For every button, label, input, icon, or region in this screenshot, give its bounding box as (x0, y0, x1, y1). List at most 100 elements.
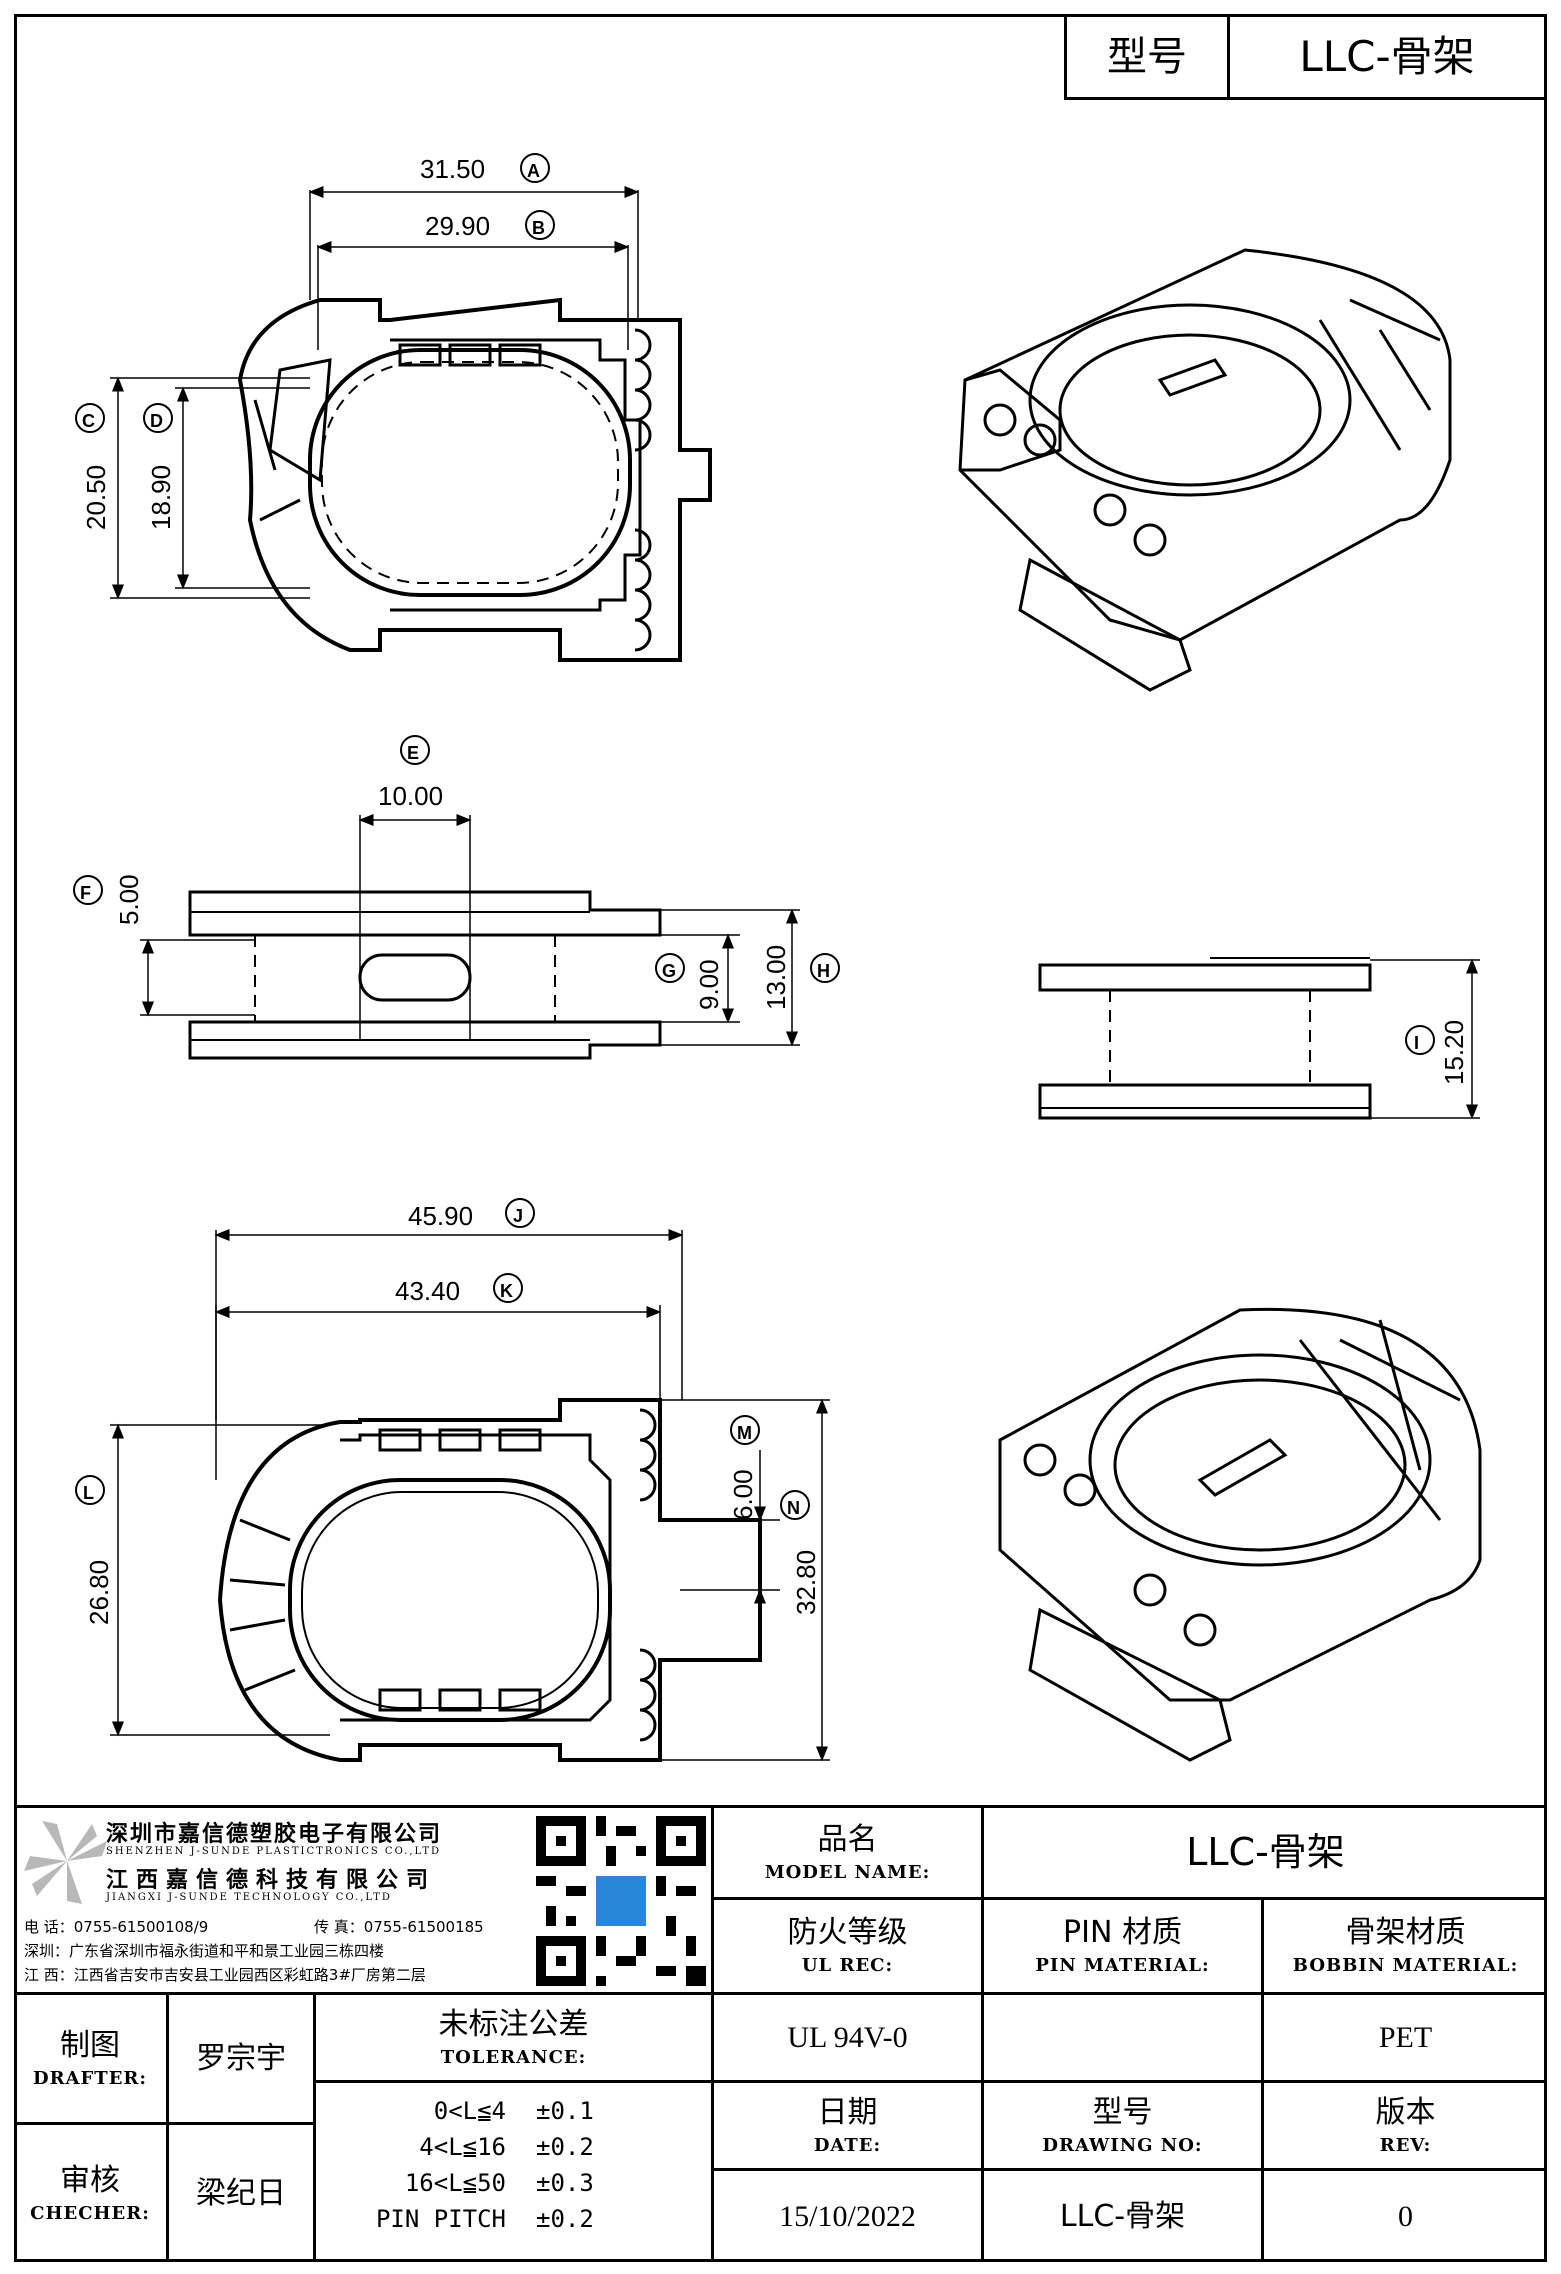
drawing-no-en: DRAWING NO: (1042, 2134, 1203, 2156)
dim-M: M6.00 (728, 1415, 760, 1520)
tolerance-row: 16<L≦50±0.3 (404, 2169, 594, 2197)
svg-text:10.00: 10.00 (378, 781, 443, 811)
checker-value-cell: 梁纪日 (169, 2125, 316, 2262)
drawing-no-value-cell: LLC-骨架 (984, 2171, 1264, 2262)
dim-J: 45.90 J (408, 1198, 535, 1231)
ul-value: UL 94V-0 (787, 2020, 908, 2054)
svg-text:B: B (532, 218, 545, 238)
date-cn: 日期 (817, 2094, 878, 2130)
drafter-value-cell: 罗宗宇 (169, 1995, 316, 2125)
svg-text:13.00: 13.00 (761, 945, 791, 1010)
iso-view-1 (958, 248, 1452, 692)
drawing-no-cn: 型号 (1092, 2094, 1153, 2130)
header-type-box: 型号 LLC-骨架 (1064, 14, 1547, 100)
date-value-cell: 15/10/2022 (714, 2171, 984, 2262)
technical-drawing: 31.50 A 29.90 B 20.50C 18.90 D E 10.00 F 5.00… (73, 153, 1482, 1762)
model-name-value-cell: LLC-骨架 (984, 1808, 1547, 1900)
dim-N: N 32.80 (780, 1490, 821, 1615)
qr-code-icon (536, 1816, 706, 1986)
dim-H: 13.00 H (761, 945, 840, 1010)
svg-text:G: G (662, 961, 676, 981)
svg-text:9.00: 9.00 (694, 959, 724, 1010)
svg-text:5.00: 5.00 (114, 874, 144, 925)
tolerance-table: 0<L≦4±0.1 4<L≦16±0.2 16<L≦50±0.3 PIN PIT… (316, 2083, 714, 2262)
svg-text:N: N (787, 1498, 800, 1518)
ul-label: 防火等级 UL REC: (714, 1900, 984, 1992)
svg-text:J: J (513, 1206, 523, 1226)
bobbin-material-cn: 骨架材质 (1345, 1915, 1466, 1950)
company-logo-icon (24, 1821, 107, 1904)
drawing-no-label: 型号 DRAWING NO: (984, 2083, 1264, 2171)
model-name-label: 品名 MODEL NAME: (714, 1808, 984, 1900)
ul-en: UL REC: (801, 1955, 894, 1976)
company-fax: 传 真：0755-61500185 (314, 1918, 484, 1936)
company-name-cn-1: 深圳市嘉信德塑胶电子有限公司 (106, 1822, 443, 1847)
tolerance-row: PIN PITCH±0.2 (375, 2205, 594, 2233)
bottom-view (110, 1229, 830, 1762)
date-label: 日期 DATE: (714, 2083, 984, 2171)
pin-material-cn: PIN 材质 (1063, 1915, 1182, 1950)
pin-material-value-cell (984, 1995, 1264, 2083)
bobbin-material-label: 骨架材质 BOBBIN MATERIAL: (1264, 1900, 1547, 1992)
checker-en: CHECHER: (30, 2202, 150, 2224)
checker-cn: 审核 (60, 2162, 120, 2198)
rev-en: REV: (1379, 2134, 1432, 2156)
ul-value-cell: UL 94V-0 (714, 1995, 984, 2083)
svg-text:31.50: 31.50 (420, 154, 485, 184)
svg-text:6.00: 6.00 (728, 1469, 758, 1520)
dim-A: 31.50 A (420, 153, 550, 184)
svg-text:15.20: 15.20 (1439, 1020, 1469, 1085)
svg-text:F: F (80, 883, 91, 903)
rev-label: 版本 REV: (1264, 2083, 1547, 2171)
tolerance-row: 0<L≦4±0.1 (433, 2097, 594, 2125)
dim-G: G 9.00 (655, 953, 724, 1010)
dim-D: 18.90 D (143, 403, 176, 530)
tolerance-cn: 未标注公差 (438, 2006, 589, 2042)
ul-cn: 防火等级 (787, 1915, 908, 1950)
svg-text:43.40: 43.40 (395, 1276, 460, 1306)
tolerance-label: 未标注公差 TOLERANCE: (316, 1995, 714, 2083)
svg-text:32.80: 32.80 (791, 1550, 821, 1615)
pin-material-en: PIN MATERIAL: (1035, 1955, 1210, 1976)
bobbin-material-value-cell: PET (1264, 1995, 1547, 2083)
dim-F: F 5.00 (73, 874, 144, 925)
bobbin-material-en: BOBBIN MATERIAL: (1292, 1955, 1519, 1976)
date-value: 15/10/2022 (779, 2199, 916, 2233)
drafter-value: 罗宗宇 (196, 2041, 286, 2076)
svg-text:H: H (817, 961, 830, 981)
drafter-label: 制图 DRAFTER: (14, 1995, 169, 2125)
svg-text:20.50: 20.50 (81, 465, 111, 530)
svg-text:45.90: 45.90 (408, 1201, 473, 1231)
top-view (110, 186, 712, 662)
pin-material-label: PIN 材质 PIN MATERIAL: (984, 1900, 1264, 1992)
company-phone: 电 话：0755-61500108/9 (24, 1918, 209, 1936)
model-name-value: LLC-骨架 (1186, 1829, 1345, 1874)
svg-text:I: I (1414, 1033, 1419, 1053)
svg-text:D: D (150, 411, 163, 431)
dim-K: 43.40 K (395, 1273, 523, 1306)
svg-text:E: E (407, 743, 419, 763)
checker-label: 审核 CHECHER: (14, 2125, 169, 2262)
tolerance-en: TOLERANCE: (440, 2046, 587, 2068)
svg-text:18.90: 18.90 (146, 465, 176, 530)
svg-text:29.90: 29.90 (425, 211, 490, 241)
model-name-en: MODEL NAME: (764, 1861, 931, 1883)
company-name-en-1: SHENZHEN J-SUNDE PLASTICTRONICS CO.,LTD (106, 1846, 442, 1857)
title-block-top-rule (14, 1805, 1547, 1808)
company-name-cn-2: 江西嘉信德科技有限公司 (106, 1868, 437, 1893)
svg-text:A: A (527, 161, 540, 181)
dim-C: 20.50C (75, 403, 111, 530)
checker-value: 梁纪日 (196, 2176, 286, 2211)
bobbin-material-value: PET (1378, 2020, 1433, 2054)
date-en: DATE: (813, 2134, 882, 2156)
company-name-en-2: JIANGXI J-SUNDE TECHNOLOGY CO.,LTD (106, 1892, 392, 1903)
rev-value-cell: 0 (1264, 2171, 1547, 2262)
dim-L: L26.80 (75, 1475, 114, 1625)
company-address-jx: 江 西：江西省吉安市吉安县工业园西区彩虹路3#厂房第二层 (24, 1966, 426, 1984)
tolerance-row: 4<L≦16±0.2 (419, 2133, 594, 2161)
company-block: 深圳市嘉信德塑胶电子有限公司 SHENZHEN J-SUNDE PLASTICT… (14, 1808, 714, 1992)
svg-text:26.80: 26.80 (84, 1560, 114, 1625)
end-view (1038, 957, 1480, 1120)
rev-cn: 版本 (1375, 2094, 1436, 2130)
svg-text:K: K (500, 1281, 513, 1301)
